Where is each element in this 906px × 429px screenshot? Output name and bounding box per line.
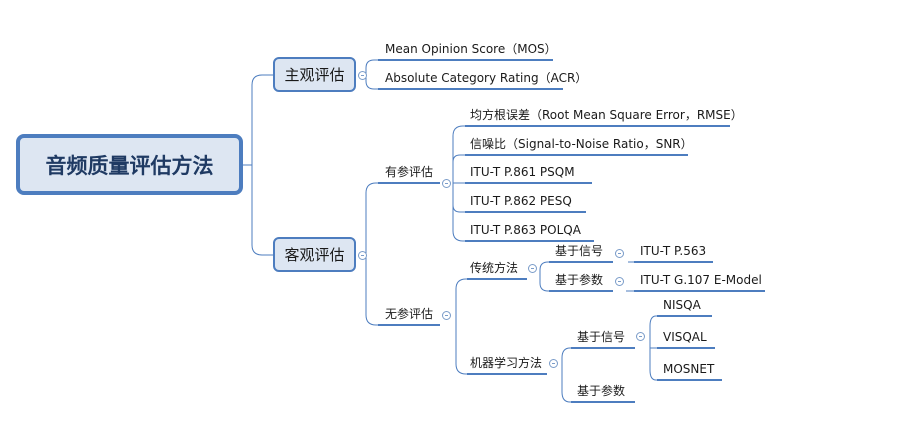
leaf-acr[interactable]: Absolute Category Rating（ACR） <box>385 71 588 85</box>
leaf-mosnet[interactable]: MOSNET <box>663 362 715 376</box>
leaf-p563[interactable]: ITU-T P.563 <box>640 244 707 258</box>
ml-methods-node[interactable]: 机器学习方法 <box>470 356 543 370</box>
collapse-icon[interactable] <box>615 277 624 286</box>
leaf-visqal[interactable]: VISQAL <box>663 330 707 344</box>
root-node[interactable]: 音频质量评估方法 <box>16 134 243 195</box>
ml-param-node[interactable]: 基于参数 <box>577 384 626 398</box>
collapse-icon[interactable] <box>442 311 451 320</box>
collapse-icon[interactable] <box>615 249 624 258</box>
leaf-mos[interactable]: Mean Opinion Score（MOS） <box>385 42 557 56</box>
traditional-signal-node[interactable]: 基于信号 <box>555 244 604 258</box>
leaf-rmse[interactable]: 均方根误差（Root Mean Square Error，RMSE） <box>470 108 743 122</box>
collapse-icon[interactable] <box>442 179 451 188</box>
full-reference-node[interactable]: 有参评估 <box>385 165 434 179</box>
traditional-methods-node[interactable]: 传统方法 <box>470 261 519 275</box>
leaf-snr[interactable]: 信噪比（Signal-to-Noise Ratio，SNR） <box>470 137 693 151</box>
ml-signal-node[interactable]: 基于信号 <box>577 330 626 344</box>
collapse-icon[interactable] <box>549 359 558 368</box>
leaf-nisqa[interactable]: NISQA <box>663 298 701 312</box>
collapse-icon[interactable] <box>636 332 645 341</box>
traditional-param-node[interactable]: 基于参数 <box>555 273 604 287</box>
objective-node[interactable]: 客观评估 <box>273 237 356 272</box>
collapse-icon[interactable] <box>528 264 537 273</box>
no-reference-node[interactable]: 无参评估 <box>385 307 434 321</box>
leaf-psqm[interactable]: ITU-T P.861 PSQM <box>470 165 575 179</box>
leaf-pesq[interactable]: ITU-T P.862 PESQ <box>470 194 572 208</box>
subjective-node[interactable]: 主观评估 <box>273 57 356 92</box>
collapse-icon[interactable] <box>358 71 367 80</box>
leaf-e-model[interactable]: ITU-T G.107 E-Model <box>640 273 762 287</box>
collapse-icon[interactable] <box>358 251 367 260</box>
leaf-polqa[interactable]: ITU-T P.863 POLQA <box>470 223 581 237</box>
